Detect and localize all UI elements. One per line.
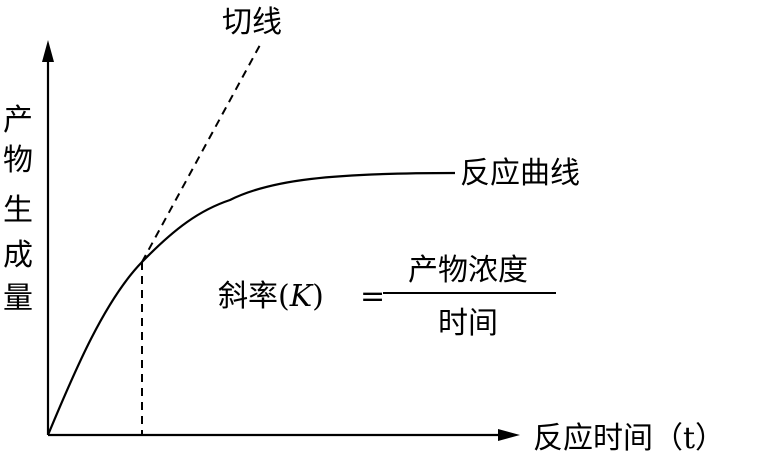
y-axis-arrowhead [42, 40, 54, 62]
formula-lhs: 斜率(K) [218, 279, 324, 314]
curve-label: 反应曲线 [460, 156, 580, 191]
y-axis-label-char: 量 [3, 281, 33, 316]
formula-variable: K [289, 279, 314, 314]
tangent-label: 切线 [222, 5, 282, 40]
y-axis-label-char: 生 [3, 193, 33, 228]
y-axis-label-char: 产 [3, 103, 33, 138]
y-axis-label-char: 成 [3, 238, 33, 273]
formula-lhs-text: 斜率( [218, 279, 290, 314]
formula-numerator: 产物浓度 [408, 253, 528, 288]
formula-equals: = [360, 279, 385, 314]
x-axis-arrowhead [498, 429, 520, 441]
reaction-curve [46, 171, 456, 436]
y-axis-label: 产 物 生 成 量 [3, 103, 33, 316]
y-axis-label-char: 物 [3, 143, 33, 178]
tangent-line [141, 44, 261, 263]
formula-rhs-close: ) [312, 279, 324, 314]
formula-denominator: 时间 [438, 306, 498, 341]
x-axis-label: 反应时间（t） [533, 421, 725, 455]
slope-formula: 斜率(K) = 产物浓度 时间 [218, 253, 556, 341]
